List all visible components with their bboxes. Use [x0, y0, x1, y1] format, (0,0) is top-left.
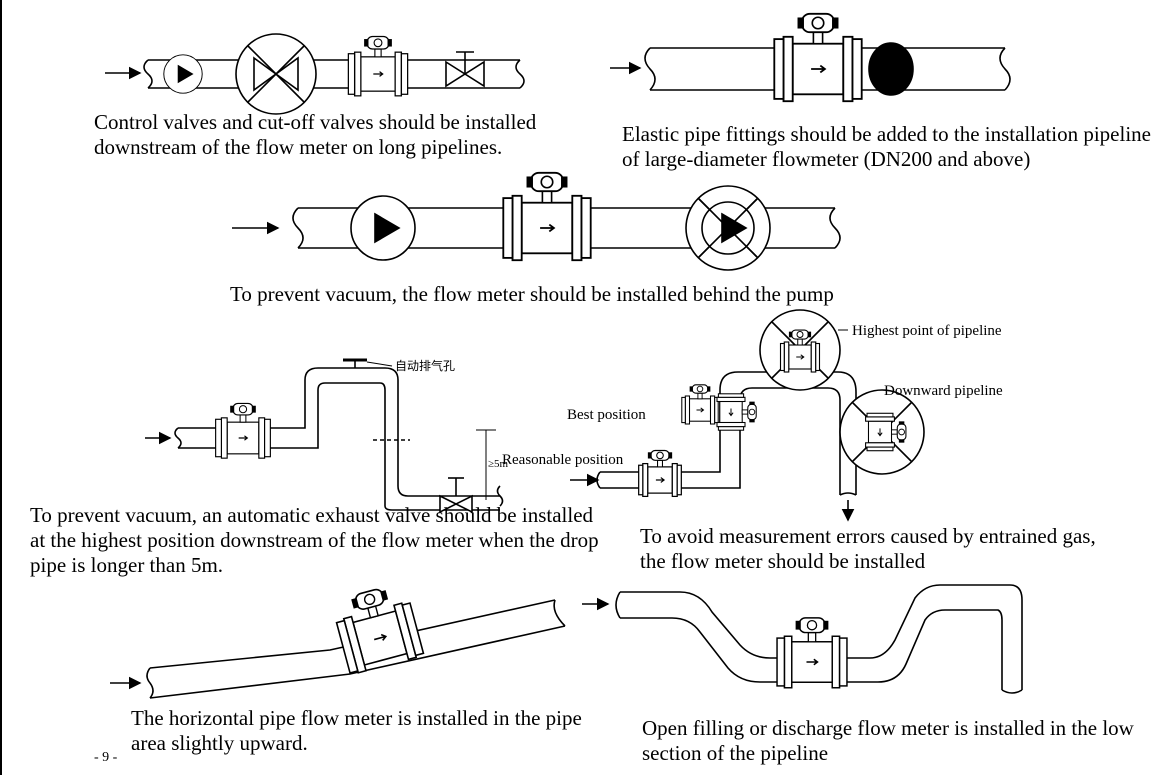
- caption-exhaust-valve: To prevent vacuum, an automatic exhaust …: [30, 503, 599, 577]
- caption-behind-pump: To prevent vacuum, the flow meter should…: [230, 282, 834, 306]
- caption-elastic-fittings: Elastic pipe fittings should be added to…: [622, 122, 1151, 171]
- diagram-meter-behind-pump: [232, 171, 841, 271]
- label-exhaust-hole: 自动排气孔: [395, 359, 456, 373]
- label-drop-length: ≥5m: [488, 458, 509, 470]
- diagram-slightly-upward: [110, 581, 566, 699]
- page-number: - 9 -: [94, 750, 118, 765]
- diagram-control-valves: [105, 33, 525, 115]
- caption-slightly-upward: The horizontal pipe flow meter is instal…: [131, 706, 582, 755]
- diagram-elastic-fittings: [610, 12, 1011, 103]
- caption-open-filling: Open filling or discharge flow meter is …: [642, 716, 1134, 765]
- label-reasonable-position: Reasonable position: [502, 452, 624, 468]
- label-downward-pipeline: Downward pipeline: [884, 383, 1003, 399]
- diagram-open-filling: [582, 584, 1023, 694]
- label-best-position: Best position: [567, 407, 646, 423]
- caption-control-valves: Control valves and cut-off valves should…: [94, 110, 537, 159]
- page-edge: [0, 0, 2, 775]
- label-highest-point: Highest point of pipeline: [852, 323, 1002, 339]
- diagram-exhaust-valve: [145, 358, 504, 514]
- diagram-entrained-gas: [570, 309, 925, 522]
- caption-entrained-gas: To avoid measurement errors caused by en…: [640, 524, 1096, 573]
